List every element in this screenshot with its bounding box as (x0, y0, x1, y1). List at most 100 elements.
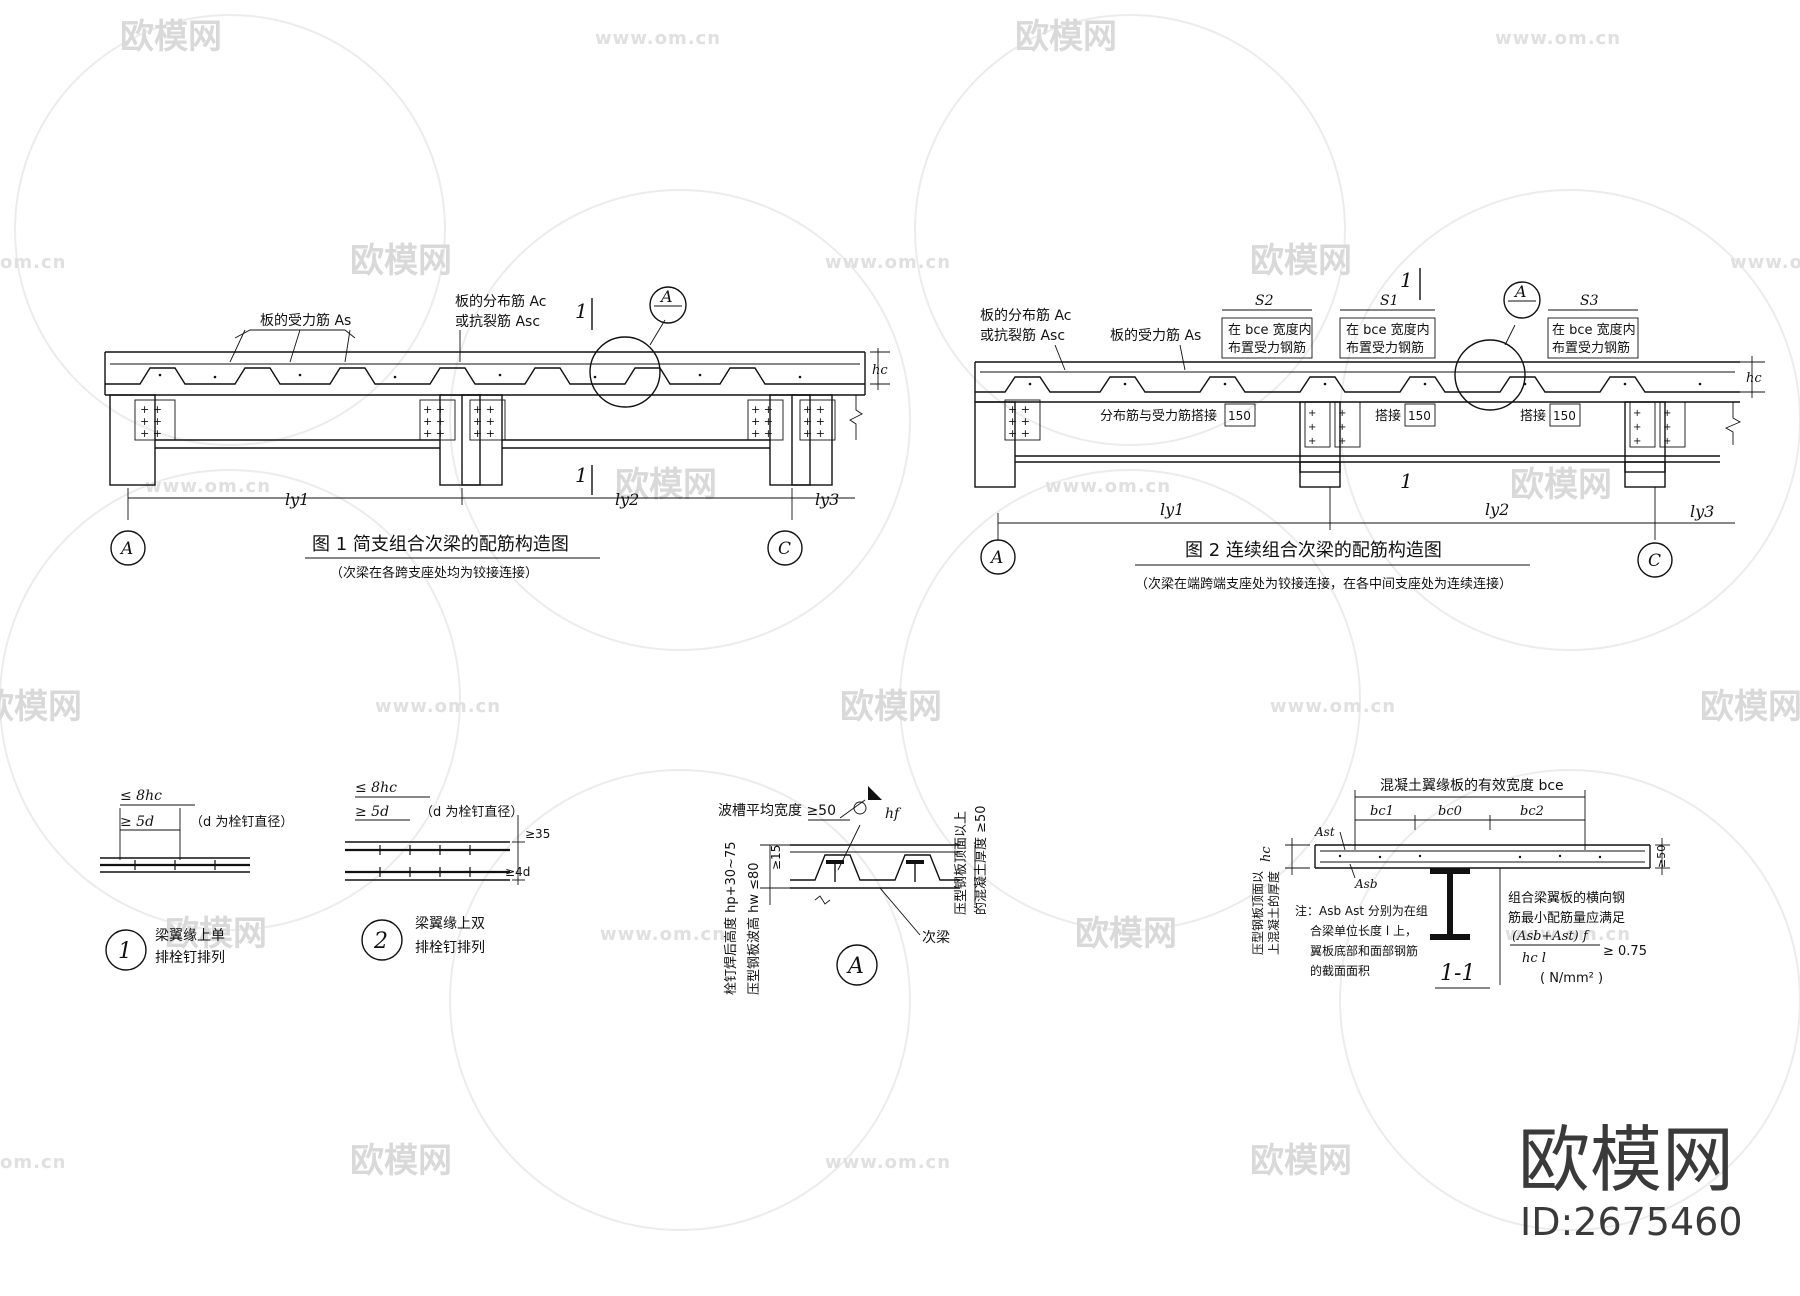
det11-formula-top: (Asb+Ast) f (1512, 929, 1590, 944)
svg-text:+: + (1338, 408, 1346, 419)
watermark-url: om.cn (0, 1152, 66, 1173)
svg-text:+ +: + + (751, 403, 773, 416)
watermark-url: www.om.cn (825, 1152, 951, 1173)
fig2-bce-note-1b: 在 bce 宽度内 (1346, 322, 1430, 338)
fig1-section-mark: 1 (575, 299, 588, 323)
det2-dim-35: ≥35 (525, 827, 550, 841)
det1-cap-1: 梁翼缘上单 (155, 928, 225, 944)
svg-text:+ +: + + (803, 415, 825, 428)
svg-text:+ +: + + (140, 415, 162, 428)
svg-text:+ +: + + (473, 427, 495, 440)
detA-label: A (846, 954, 864, 979)
det11-unit: ( N/mm² ) (1540, 971, 1603, 986)
svg-text:+ +: + + (473, 403, 495, 416)
watermark-url: www.om.cn (825, 252, 951, 273)
watermark-url: www.om.cn (1730, 252, 1800, 273)
fig2-dim-150-c: 150 (1553, 409, 1576, 423)
watermark-logo: 欧模网 (1250, 241, 1352, 281)
svg-text:+ +: + + (803, 427, 825, 440)
svg-text:+: + (1663, 422, 1671, 433)
watermark-url: www.om.cn (600, 924, 726, 945)
watermark-layer: 欧模网 www.om.cn 欧模网 www.om.cn om.cn 欧模网 ww… (0, 14, 1800, 1231)
fig2-s3: S3 (1580, 293, 1599, 309)
figure-1: + ++ ++ + + ++ ++ + + ++ ++ + + ++ ++ + … (104, 286, 890, 581)
watermark-url: www.om.cn (375, 696, 501, 717)
fig1-span-3: ly3 (815, 490, 839, 509)
detail-1-1: 混凝土翼缘板的有效宽度 bce bc1 bc0 bc2 Ast Asb hc (1251, 777, 1670, 989)
svg-text:+: + (1308, 422, 1316, 433)
watermark-logo: 欧模网 (1015, 17, 1117, 57)
det11-note-3: 翼板底部和面部钢筋 (1310, 943, 1418, 958)
fig1-label-rebar: 板的受力筋 As (260, 312, 351, 329)
fig2-lap-1: 搭接 (1375, 408, 1401, 424)
svg-text:+ +: + + (1008, 403, 1030, 416)
watermark-url: om.cn (0, 252, 66, 273)
fig2-subtitle: （次梁在端跨端支座处为铰接连接，在各中间支座处为连续连接） (1135, 576, 1512, 592)
det11-bc1: bc1 (1370, 804, 1394, 819)
fig2-label-rebar: 板的受力筋 As (1110, 327, 1201, 344)
brand-logo-text: 欧模网 (1518, 1118, 1734, 1202)
det1-num: 1 (118, 939, 132, 964)
watermark-logo: 欧模网 (165, 914, 267, 954)
fig2-lap-2: 搭接 (1520, 408, 1546, 424)
svg-text:+: + (1338, 422, 1346, 433)
detA-v-text-2: 压型钢板波高 hw ≤80 (746, 862, 762, 995)
det2-dim-top: ≤ 8hc (355, 780, 397, 796)
figure-2: + ++ ++ + +++ +++ +++ +++ hc S2 S1 S3 在 … (974, 268, 1765, 592)
watermark-url: www.om.cn (1270, 696, 1396, 717)
fig1-span-1: ly1 (285, 490, 309, 509)
watermark-logo: 欧模网 (0, 687, 82, 727)
detail-a: 波槽平均宽度 ≥50 hf 次梁 栓钉焊后高度 hp+30~75 压型钢板波高 … (718, 786, 989, 995)
det11-dim-50: ≥50 (1655, 845, 1668, 868)
detA-hf: hf (885, 806, 902, 822)
fig1-hc: hc (872, 363, 888, 378)
fig1-label-dist-1: 板的分布筋 Ac (455, 293, 546, 310)
fig1-span-2: ly2 (615, 490, 639, 509)
det2-cap-1: 梁翼缘上双 (415, 916, 485, 932)
det11-top-label: 混凝土翼缘板的有效宽度 bce (1380, 777, 1564, 794)
watermark-url: www.om.cn (1045, 476, 1171, 497)
det11-bc2: bc2 (1520, 804, 1544, 819)
brand-mark: 欧模网 ID:2675460 (1518, 1118, 1743, 1244)
svg-text:+: + (1633, 436, 1641, 447)
det11-note-4: 的截面面积 (1310, 963, 1370, 978)
det11-ast: Ast (1314, 825, 1335, 839)
watermark-logo: 欧模网 (1075, 914, 1177, 954)
svg-text:+ +: + + (423, 403, 445, 416)
svg-text:+ +: + + (423, 427, 445, 440)
fig2-span-1: ly1 (1160, 500, 1184, 519)
det1-cap-2: 排栓钉排列 (155, 950, 225, 966)
det11-formula-ge: ≥ 0.75 (1603, 944, 1647, 959)
svg-text:+ +: + + (423, 415, 445, 428)
watermark-logo: 欧模网 (1700, 687, 1800, 727)
detA-v-text-1: 栓钉焊后高度 hp+30~75 (723, 842, 739, 996)
svg-text:+: + (1308, 408, 1316, 419)
fig2-dim-150-a: 150 (1228, 409, 1251, 423)
det11-label: 1-1 (1440, 961, 1475, 986)
fig2-axis-c: C (1648, 551, 1661, 571)
watermark-logo: 欧模网 (120, 17, 222, 57)
fig2-bce-note-2b: 布置受力钢筋 (1346, 340, 1424, 356)
watermark-url: www.om.cn (1495, 28, 1621, 49)
fig2-span-3: ly3 (1690, 502, 1714, 521)
fig2-bce-note-1: 在 bce 宽度内 (1228, 322, 1312, 338)
fig2-span-2: ly2 (1485, 500, 1509, 519)
watermark-logo: 欧模网 (1510, 465, 1612, 505)
det2-dim-min: ≥ 5d (355, 804, 389, 820)
fig1-detail-mark: A (659, 287, 673, 306)
detail-1: ≤ 8hc ≥ 5d （d 为栓钉直径） 1 梁翼缘上单 排栓钉排列 (100, 788, 293, 971)
svg-text:+: + (1663, 436, 1671, 447)
detA-right-2: 的混凝土厚度 ≥50 (973, 805, 989, 915)
svg-text:+ +: + + (140, 427, 162, 440)
det11-note-1: 注：Asb Ast 分别为在组 (1295, 903, 1428, 918)
det11-formula-bot: hc l (1522, 951, 1546, 966)
fig1-axis-a: A (119, 539, 133, 559)
fig1-axis-c: C (778, 539, 791, 559)
fig2-bce-note-2: 布置受力钢筋 (1228, 340, 1306, 356)
fig2-axis-a: A (989, 548, 1003, 568)
det11-hc: hc (1259, 846, 1274, 862)
detA-dim-15: ≥15 (769, 845, 783, 870)
svg-text:+ +: + + (473, 415, 495, 428)
fig2-label-dist-1: 板的分布筋 Ac (980, 307, 1071, 324)
fig1-label-dist-2: 或抗裂筋 Asc (455, 313, 540, 330)
